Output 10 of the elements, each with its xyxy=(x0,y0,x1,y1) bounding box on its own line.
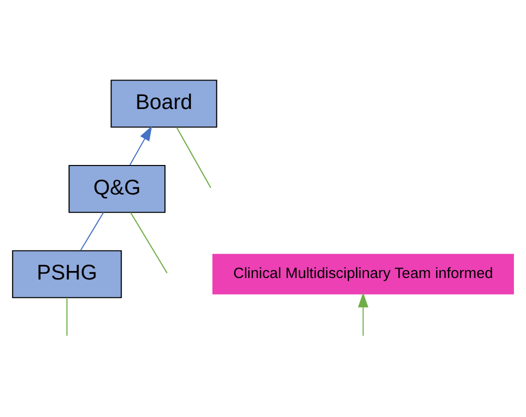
node-box: PSHG xyxy=(12,250,122,298)
arrow xyxy=(129,126,152,166)
node-box: Board xyxy=(110,80,218,128)
connector xyxy=(66,298,68,336)
node-box: Q&G xyxy=(68,164,166,213)
connector xyxy=(176,127,212,188)
connector xyxy=(80,212,104,251)
connector xyxy=(130,212,168,274)
arrow xyxy=(358,292,368,336)
node-box: Clinical Multidisciplinary Team informed xyxy=(212,254,514,294)
